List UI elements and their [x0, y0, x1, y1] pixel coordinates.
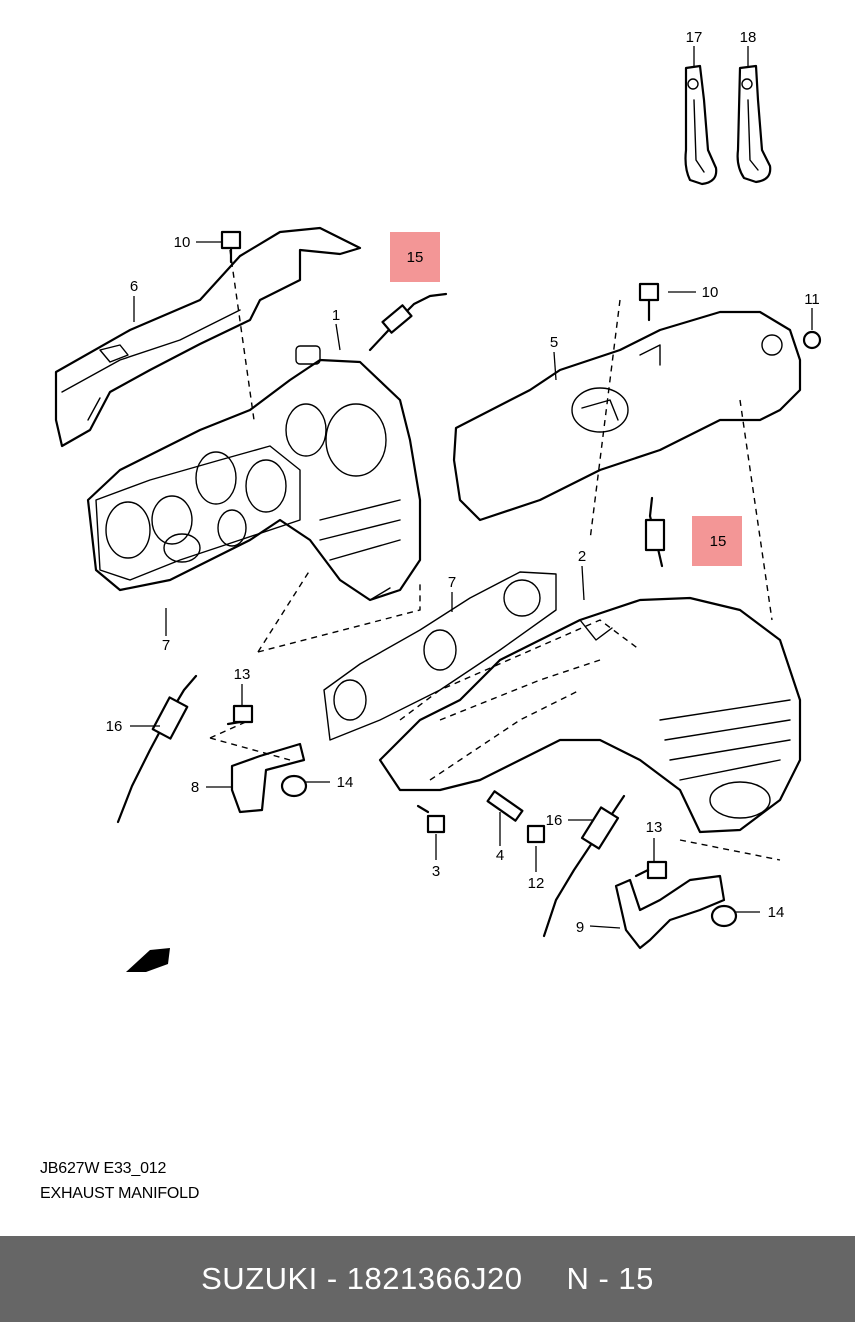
heat-shield-5	[452, 310, 802, 522]
bolt-10-left	[220, 230, 242, 264]
callout-2: 2	[578, 548, 586, 565]
callout-13-right: 13	[646, 819, 663, 836]
nut-14-right	[710, 904, 738, 928]
exhaust-manifold-1	[86, 345, 422, 602]
callout-18: 18	[740, 29, 757, 46]
callout-3: 3	[432, 863, 440, 880]
callout-10-left: 10	[174, 234, 191, 251]
oxygen-sensor-15-left	[368, 292, 448, 352]
footer-position-label: N - 15	[566, 1261, 654, 1296]
callout-12: 12	[528, 875, 545, 892]
callout-15-right: 15	[710, 533, 727, 550]
callout-1: 1	[332, 307, 340, 324]
callout-17: 17	[686, 29, 703, 46]
bolt-13-right	[634, 860, 668, 880]
gasket-7-left	[95, 445, 301, 581]
drawing-code: JB627W E33_012	[40, 1160, 167, 1177]
callout-leaders	[130, 241, 813, 929]
nut-12	[526, 824, 546, 844]
nut-11	[802, 330, 822, 350]
oxygen-sensor-16-left	[116, 674, 198, 824]
exhaust-manifold-2	[378, 596, 802, 834]
bracket-8	[230, 742, 306, 814]
callout-8: 8	[191, 779, 199, 796]
bolt-10-right	[638, 282, 660, 322]
heat-shield-6	[54, 226, 362, 448]
callout-15-left: 15	[407, 249, 424, 266]
bracket-18	[736, 64, 772, 184]
callout-16-right: 16	[546, 812, 563, 829]
callout-5: 5	[550, 334, 558, 351]
front-direction-arrow-icon	[126, 948, 170, 972]
callout-4: 4	[496, 847, 504, 864]
callout-10-right: 10	[702, 284, 719, 301]
footer-bar: SUZUKI - 1821366J20 N - 15	[0, 1236, 855, 1322]
exhaust-manifold-diagram: 17 18 10 15 6 10 11 1 5 15 2 7 7 13 16 1…	[54, 29, 822, 972]
callout-16-left: 16	[106, 718, 123, 735]
callout-9: 9	[576, 919, 584, 936]
highlight-box-15-left	[390, 232, 440, 282]
oxygen-sensor-15-right	[644, 496, 666, 568]
callout-7-right: 7	[448, 574, 456, 591]
highlight-box-15-right	[692, 516, 742, 566]
callout-14-right: 14	[768, 904, 785, 921]
bracket-17	[684, 64, 718, 186]
oxygen-sensor-16-right	[542, 794, 626, 938]
callout-13-left: 13	[234, 666, 251, 683]
callout-6: 6	[130, 278, 138, 295]
footer-brand-part-number: SUZUKI - 1821366J20	[201, 1261, 523, 1296]
callout-14-left: 14	[337, 774, 354, 791]
callout-7-left: 7	[162, 637, 170, 654]
nut-14-left	[280, 774, 308, 798]
drawing-title: EXHAUST MANIFOLD	[40, 1185, 200, 1202]
bracket-9	[614, 874, 726, 950]
bolt-13-left	[226, 704, 254, 726]
gasket-7-right	[323, 571, 557, 741]
stud-4	[486, 790, 524, 822]
callout-11: 11	[804, 291, 820, 308]
bolt-3	[416, 804, 446, 834]
